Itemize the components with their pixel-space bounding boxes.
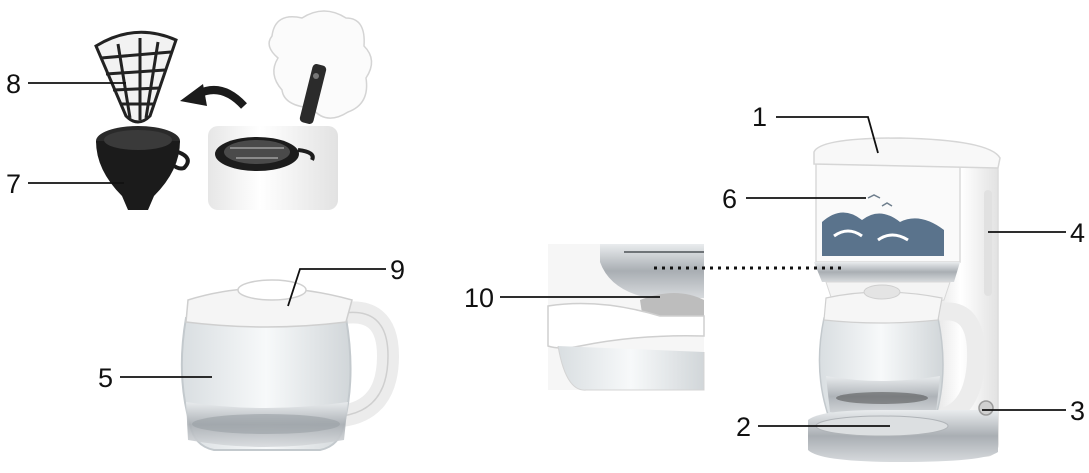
glass-carafe-icon xyxy=(182,280,388,450)
filter-holder-icon xyxy=(96,126,188,210)
callout-3: 3 xyxy=(1070,396,1085,426)
drip-stop-closeup-icon xyxy=(548,244,704,390)
callout-9: 9 xyxy=(390,255,405,285)
callout-10: 10 xyxy=(464,283,494,313)
coffee-maker-icon xyxy=(808,138,1000,462)
callout-6: 6 xyxy=(722,184,737,214)
callout-7: 7 xyxy=(6,169,21,199)
callout-8: 8 xyxy=(6,69,21,99)
callout-1: 1 xyxy=(752,102,767,132)
callout-5: 5 xyxy=(98,363,113,393)
filter-basket-icon xyxy=(96,32,176,122)
open-coffee-maker-icon xyxy=(208,11,372,210)
callout-4: 4 xyxy=(1070,218,1085,248)
swap-arrow-icon xyxy=(180,84,244,106)
callout-2: 2 xyxy=(736,412,751,442)
